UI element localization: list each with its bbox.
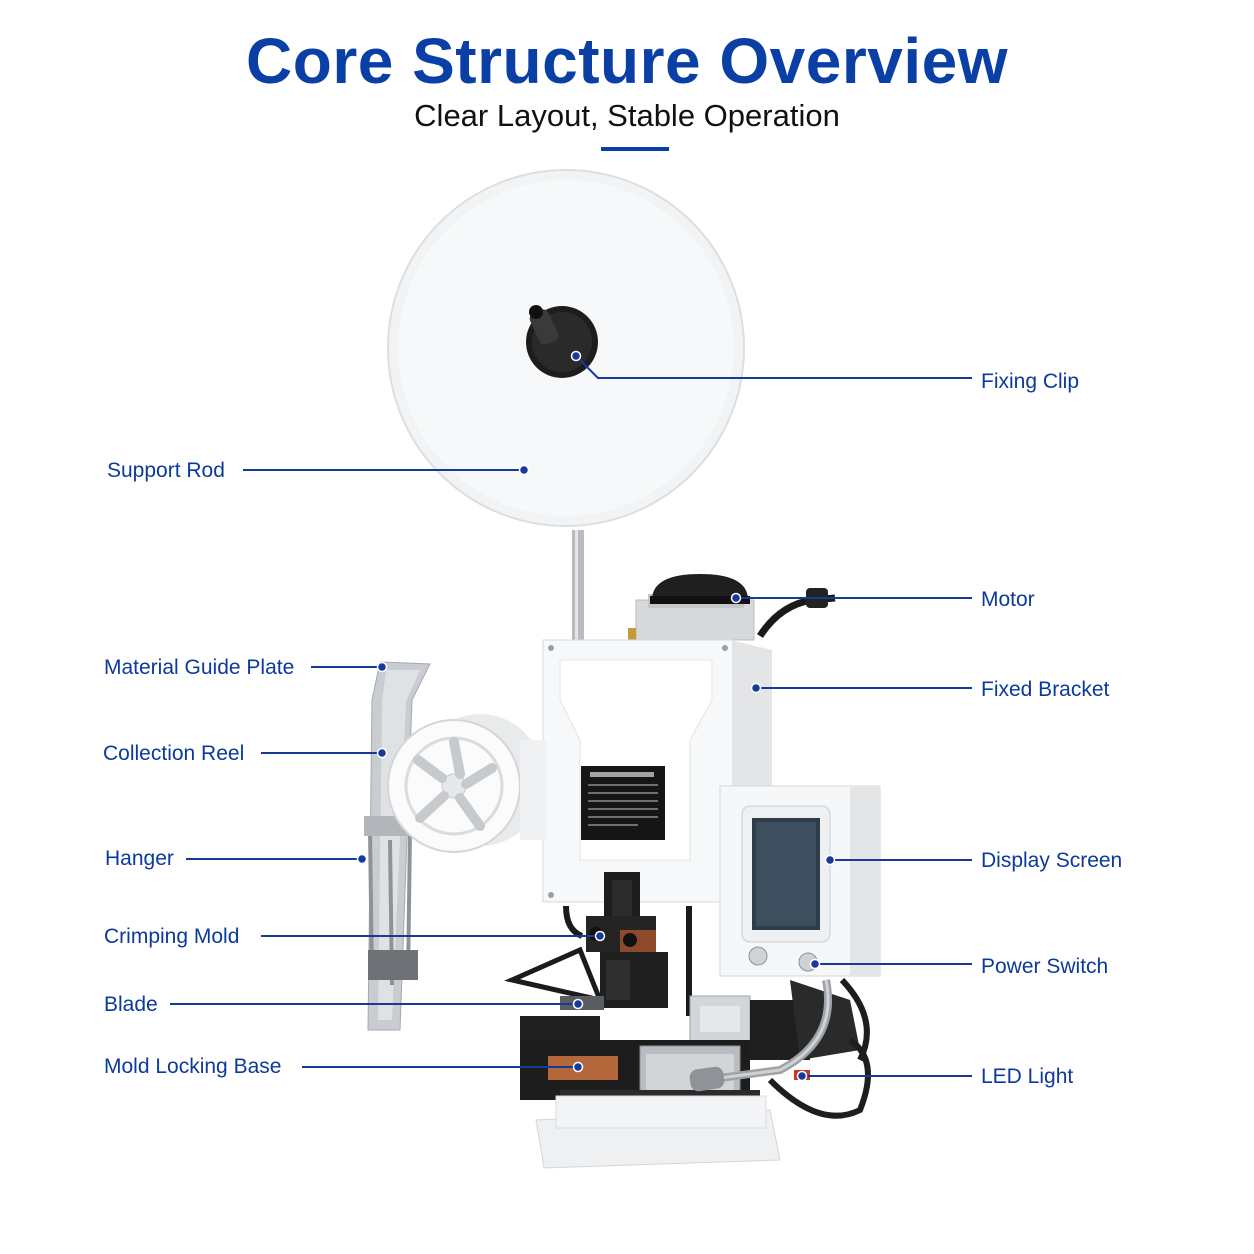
label-display-screen: Display Screen <box>981 849 1123 872</box>
label-collection-reel: Collection Reel <box>103 742 245 765</box>
label-led-light: LED Light <box>981 1065 1074 1088</box>
led-light-part <box>689 979 833 1092</box>
label-motor: Motor <box>981 588 1035 611</box>
label-crimping-mold: Crimping Mold <box>104 925 240 948</box>
label-hanger: Hanger <box>105 847 174 870</box>
leader-lines <box>170 355 972 1077</box>
label-fixed-bracket: Fixed Bracket <box>981 678 1110 701</box>
leader-dots <box>356 350 836 1082</box>
title-underline <box>601 147 669 151</box>
label-fixing-clip: Fixing Clip <box>981 370 1080 393</box>
blade-part <box>520 996 604 1042</box>
motor-part <box>628 574 836 641</box>
control-box-part <box>719 785 881 977</box>
crimping-mold-part <box>586 872 668 1008</box>
label-power-switch: Power Switch <box>981 955 1109 978</box>
leader-fixing-clip <box>575 355 972 379</box>
collection-reel-part <box>387 714 546 853</box>
label-material-guide-plate: Material Guide Plate <box>104 656 295 679</box>
label-mold-locking-base: Mold Locking Base <box>104 1055 282 1078</box>
label-blade: Blade <box>104 993 158 1016</box>
page-subtitle: Clear Layout, Stable Operation <box>414 98 840 133</box>
label-support-rod: Support Rod <box>107 459 225 482</box>
fixed-bracket-part <box>542 639 772 903</box>
hanger-part <box>364 816 418 986</box>
page-title: Core Structure Overview <box>246 25 1008 97</box>
